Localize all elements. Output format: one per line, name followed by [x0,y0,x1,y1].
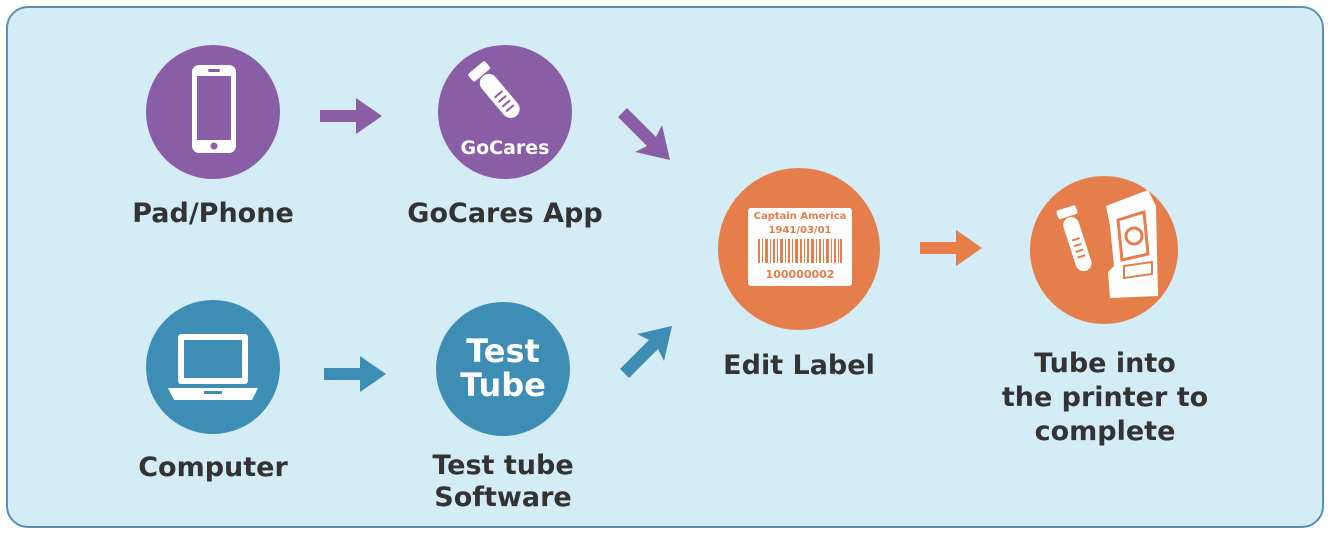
printer-circle [1030,176,1178,324]
test-tube-software-label-line1: Test tube [432,450,574,481]
barcode-icon [758,239,842,263]
printer-icon [1056,190,1158,298]
test-tube-icon [468,61,520,118]
computer-circle [146,300,280,434]
computer-label: Computer [138,452,288,483]
arrow-right-icon [320,98,382,134]
gocares-app-circle: GoCares [438,45,572,179]
arrow-right-icon [920,230,982,266]
sticker-number: 100000002 [765,268,835,281]
sticker-name: Captain America [753,211,847,222]
gocares-icon-text: GoCares [460,137,550,159]
pad-phone-circle [146,45,280,179]
arrow-right-icon [324,356,386,392]
barcode-label-icon: Captain America 1941/03/01 100000002 [748,208,852,286]
arrow-up-right-icon [620,326,672,378]
gocares-app-label: GoCares App [407,198,603,229]
arrow-down-right-icon [618,108,670,160]
sticker-date: 1941/03/01 [768,225,832,236]
edit-label-label: Edit Label [723,350,875,381]
printer-label-line2: the printer to [1001,382,1209,413]
smartphone-icon [192,65,236,153]
test-tube-software-label-line2: Software [434,482,572,513]
pad-phone-label: Pad/Phone [132,198,294,229]
printer-label-line3: complete [1034,416,1176,447]
edit-label-circle: Captain America 1941/03/01 100000002 [718,168,880,330]
test-tube-icon-text-line1: Test [466,332,540,370]
test-tube-software-circle: Test Tube [436,302,570,436]
laptop-icon [168,334,258,400]
printer-label-line1: Tube into [1034,348,1176,379]
test-tube-icon-text-line2: Tube [460,366,546,404]
